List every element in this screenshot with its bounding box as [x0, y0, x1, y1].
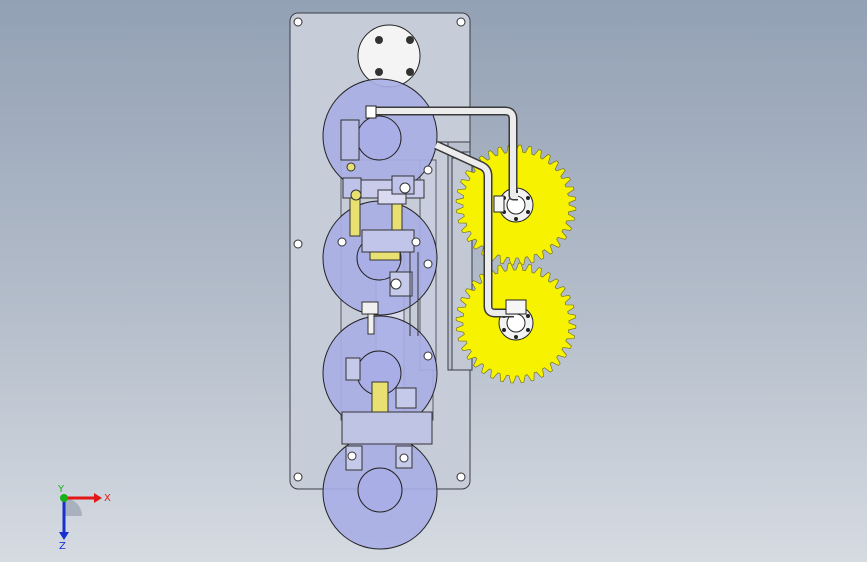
top-disc[interactable] — [357, 24, 421, 88]
mechanism-details — [337, 119, 433, 471]
shaft-clamp-lower — [505, 299, 527, 315]
y-axis-label: Y — [57, 484, 65, 495]
coordinate-triad: X Y Z — [57, 484, 111, 550]
x-axis-label: X — [104, 493, 111, 504]
y-axis-arrow — [60, 494, 68, 502]
z-axis-label: Z — [59, 541, 66, 550]
roller-1[interactable] — [322, 78, 438, 194]
lower-shaft-fill — [434, 142, 514, 316]
shaft-end-block — [365, 105, 377, 119]
bent-shaft-fill — [368, 108, 518, 199]
triad-plane-shading — [64, 498, 82, 516]
shaft-clamp-upper — [493, 195, 505, 213]
roller-4[interactable] — [322, 434, 438, 550]
